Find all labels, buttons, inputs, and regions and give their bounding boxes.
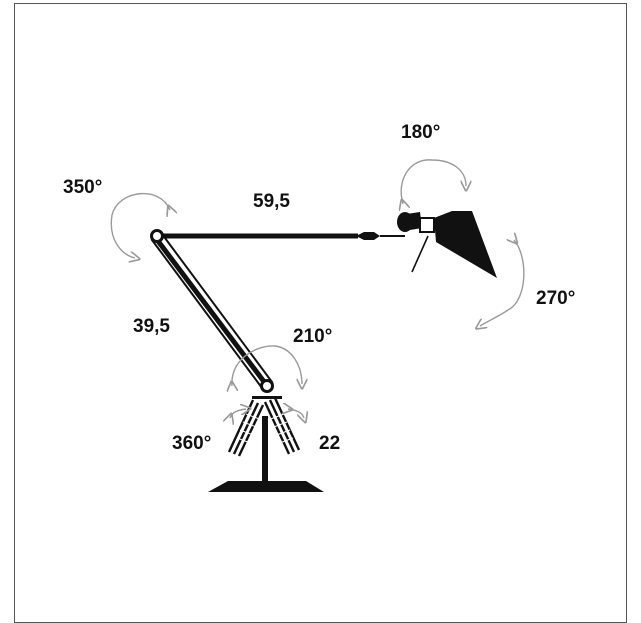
- upper-arm: [162, 232, 405, 240]
- label-rotation-base: 360°: [172, 433, 212, 454]
- arrow-base-left: [230, 409, 246, 418]
- label-rotation-shade: 270°: [536, 288, 576, 309]
- rotation-arrows: [110, 159, 525, 418]
- label-rotation-shoulder: 350°: [63, 177, 103, 198]
- lower-arm: [150, 232, 274, 390]
- label-lower-arm-length: 39,5: [133, 316, 170, 337]
- label-rotation-top: 180°: [401, 122, 441, 143]
- arrow-top: [401, 159, 466, 204]
- springs: [227, 397, 301, 457]
- label-base-size: 22: [319, 433, 341, 454]
- drawing-frame: [14, 3, 627, 623]
- arrow-elbow: [232, 345, 302, 386]
- lamp-diagram: [110, 159, 525, 492]
- arrow-shade: [480, 240, 525, 326]
- base-joint-plate: [252, 396, 282, 399]
- shoulder-joint: [150, 229, 164, 243]
- label-upper-arm-length: 59,5: [253, 191, 290, 212]
- arrow-base-right: [288, 409, 304, 418]
- arrow-shoulder: [110, 193, 170, 258]
- lamp-head: [397, 211, 497, 278]
- label-rotation-elbow: 210°: [293, 326, 333, 347]
- lamp-base: [208, 416, 324, 492]
- elbow-joint: [260, 379, 274, 393]
